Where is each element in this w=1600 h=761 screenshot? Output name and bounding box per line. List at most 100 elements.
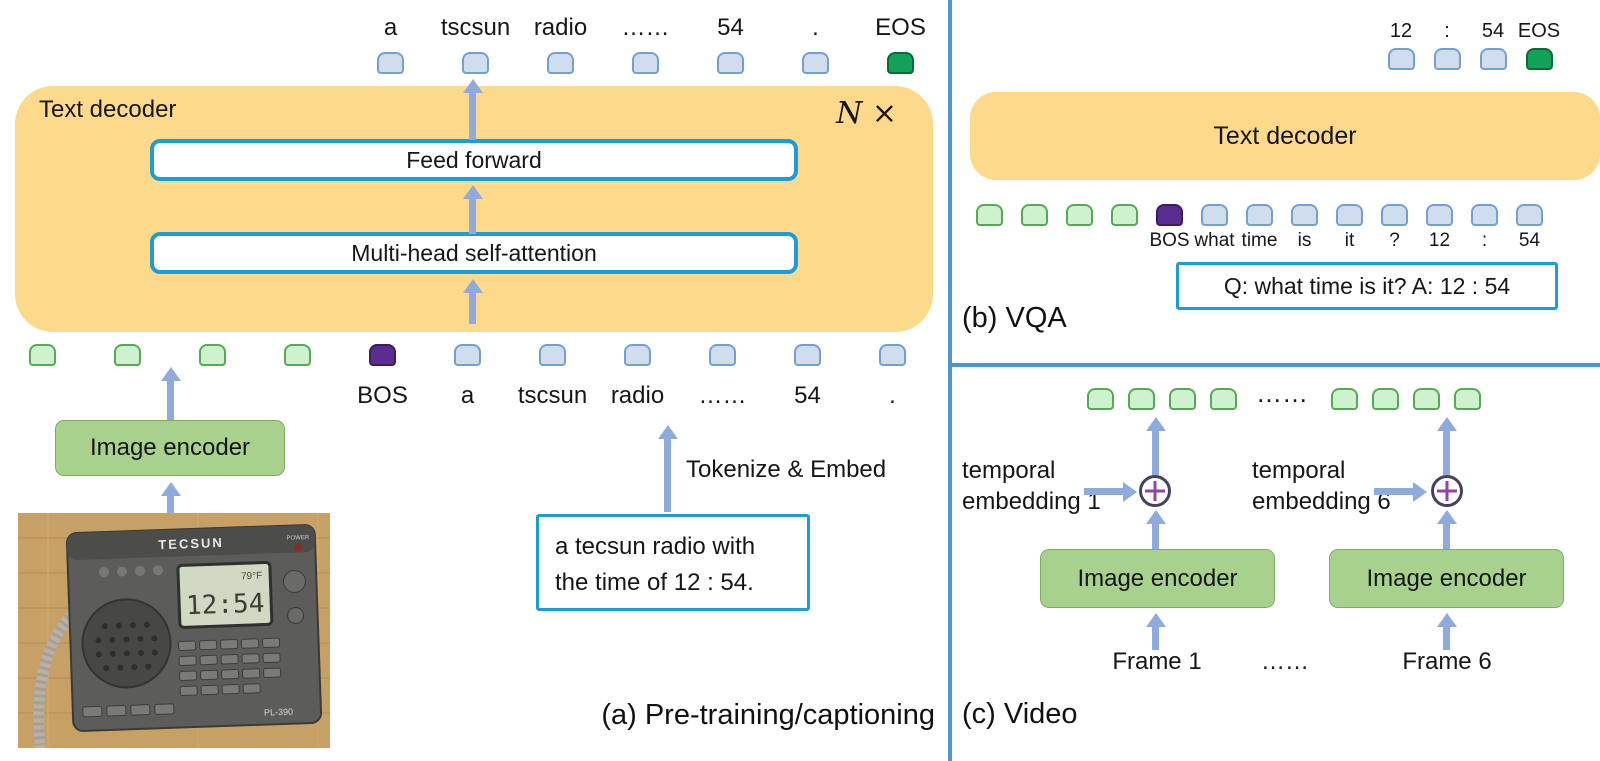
token-label [1057, 230, 1102, 252]
token-label: a [383, 14, 398, 41]
token-label: time [1241, 230, 1278, 251]
radio-tuning-knob [282, 569, 306, 593]
qa-box: Q: what time is it? A: 12 : 54 [1176, 262, 1558, 310]
token-green [1111, 204, 1138, 226]
token-label: tscsun [517, 382, 588, 409]
repeat-count-label: N × [836, 96, 897, 131]
token-green [1169, 388, 1196, 410]
token-blue [1381, 204, 1408, 226]
add-circle-6 [1431, 475, 1463, 507]
token-blue [377, 52, 404, 74]
token-blue [454, 344, 481, 366]
arrow-enc6-to-add6 [1443, 523, 1450, 549]
arrow-photo-to-encoder [167, 495, 174, 517]
arrow-add1-to-tokens [1152, 430, 1159, 475]
text-decoder-box-b: Text decoder [970, 92, 1600, 180]
token-label [170, 382, 255, 410]
radio-keypad [82, 637, 282, 718]
token-label: . [889, 382, 896, 409]
arrow-ff-to-output [469, 92, 476, 140]
token-label: EOS [875, 14, 926, 41]
token-label: EOS [1517, 20, 1561, 42]
token-green [1210, 388, 1237, 410]
panel-a-input-tokens [0, 344, 935, 366]
token-blue [709, 344, 736, 366]
token-label: tscsun [440, 14, 511, 41]
token-blue [1246, 204, 1273, 226]
token-label: : [1481, 230, 1488, 251]
radio-brand-text: TECSUN [158, 535, 224, 552]
token-label: it [1344, 230, 1355, 251]
radio-model-text: PL-390 [264, 707, 293, 718]
token-label: …… [621, 14, 670, 41]
text-decoder-label-b: Text decoder [1213, 121, 1357, 150]
token-green [1413, 388, 1440, 410]
token-blue [717, 52, 744, 74]
token-purple [1156, 204, 1183, 226]
arrow-attn-to-ff [469, 198, 476, 234]
arrow-temporal-6 [1374, 488, 1414, 495]
token-blue [879, 344, 906, 366]
token-blue [1201, 204, 1228, 226]
token-green [1331, 388, 1358, 410]
token-green [29, 344, 56, 366]
token-label: radio [610, 382, 665, 409]
temporal-embedding-6-label: temporal embedding 6 [1252, 457, 1391, 516]
arrow-frame6-to-enc6 [1443, 626, 1450, 650]
token-label: 12 [1428, 230, 1451, 251]
token-green [284, 344, 311, 366]
token-label: …… [698, 382, 747, 409]
feed-forward-box: Feed forward [150, 139, 798, 181]
self-attention-box: Multi-head self-attention [150, 232, 798, 274]
qa-text: Q: what time is it? A: 12 : 54 [1223, 272, 1511, 299]
panel-c-caption: (c) Video [962, 698, 1078, 730]
token-blue [632, 52, 659, 74]
arrow-encoder-to-tokens [167, 380, 174, 420]
token-blue [1291, 204, 1318, 226]
token-label [967, 230, 1012, 252]
arrow-enc1-to-add1 [1152, 523, 1159, 549]
token-label: radio [533, 14, 588, 41]
radio-lcd [176, 560, 274, 629]
token-blue [462, 52, 489, 74]
token-blue [1387, 48, 1415, 70]
token-label [85, 382, 170, 410]
frame-6-label: Frame 6 [1402, 648, 1492, 675]
radio-volume-knob [287, 606, 305, 624]
horizontal-divider [952, 363, 1600, 367]
frame-1-label: Frame 1 [1112, 648, 1202, 675]
vertical-divider [948, 0, 952, 761]
token-label: 12 [1389, 20, 1413, 42]
panel-c-tokens-left [1080, 388, 1244, 410]
panel-b-caption: (b) VQA [962, 302, 1067, 334]
token-green [976, 204, 1003, 226]
token-label: : [1444, 20, 1450, 42]
text-decoder-label: Text decoder [39, 96, 177, 123]
token-eos [887, 52, 914, 74]
token-blue [1426, 204, 1453, 226]
panel-b-output-tokens [1378, 48, 1562, 70]
token-label: ? [1389, 230, 1400, 251]
token-blue [1433, 48, 1461, 70]
token-green [1372, 388, 1399, 410]
image-encoder-box: Image encoder [55, 420, 285, 476]
panel-a-caption: (a) Pre-training/captioning [601, 699, 935, 731]
token-label: is [1297, 230, 1312, 251]
arrow-sentence-to-tokens [664, 438, 671, 512]
image-encoder-box-1: Image encoder [1040, 549, 1275, 608]
token-label: a [460, 382, 475, 409]
arrow-temporal-1 [1084, 488, 1124, 495]
token-purple [369, 344, 396, 366]
token-eos [1525, 48, 1553, 70]
token-label: 54 [717, 14, 744, 41]
token-green [114, 344, 141, 366]
token-green [1021, 204, 1048, 226]
tokenize-embed-label: Tokenize & Embed [686, 456, 887, 483]
token-blue [1479, 48, 1507, 70]
token-label: 54 [794, 382, 821, 409]
token-blue [1336, 204, 1363, 226]
